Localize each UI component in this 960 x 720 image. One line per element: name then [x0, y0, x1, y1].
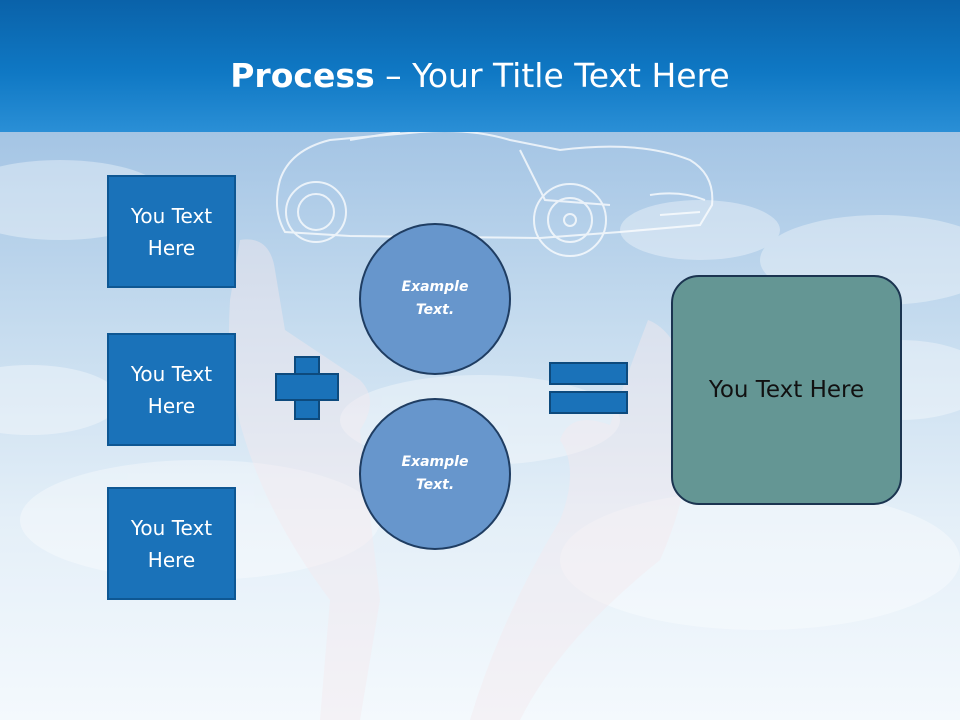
equals-top-bar: [549, 362, 628, 385]
car-sketch: [275, 130, 714, 257]
example-circle-1[interactable]: Example Text.: [359, 223, 511, 375]
text-box-1[interactable]: You Text Here: [107, 175, 236, 288]
result-box[interactable]: You Text Here: [671, 275, 902, 505]
title-rest: – Your Title Text Here: [374, 56, 730, 95]
equals-bottom-bar: [549, 391, 628, 414]
title-bold: Process: [230, 56, 375, 95]
text-box-2[interactable]: You Text Here: [107, 333, 236, 446]
slide-title: Process – Your Title Text Here: [0, 56, 960, 96]
plus-center: [296, 375, 318, 399]
hands: [229, 239, 692, 720]
text-box-3[interactable]: You Text Here: [107, 487, 236, 600]
header-bar: [0, 0, 960, 132]
example-circle-2[interactable]: Example Text.: [359, 398, 511, 550]
